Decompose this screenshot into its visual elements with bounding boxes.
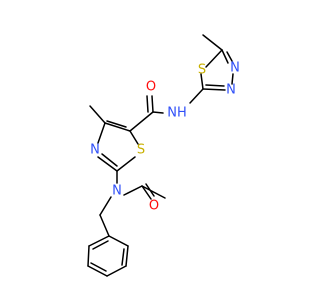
bond-ph-4: [87, 265, 108, 277]
bonds: [87, 34, 234, 277]
bond-ph-2-double: [121, 248, 125, 266]
bond-td-c2-n3: [202, 88, 226, 91]
bond-tz-c5-c4-double: [106, 120, 127, 128]
bond-acetyl-methyl: [141, 185, 166, 199]
bond-td-c2-n3-double: [205, 84, 225, 87]
bond-tz-n3-c2-double: [101, 153, 118, 167]
bond-ch2-phenyl: [99, 214, 110, 237]
bond-c2-nh: [189, 88, 204, 104]
bond-carbonyl-c5: [129, 111, 154, 132]
bond-tz-c4-methyl: [89, 105, 106, 124]
atom-s-thiadiazole: S: [198, 63, 206, 78]
bond-tz-c2-s: [116, 156, 136, 172]
bond-ph-6: [88, 235, 110, 247]
bond-acetyl-o-double: [145, 183, 155, 197]
bond-tz-c4-n3: [97, 122, 106, 144]
bond-tz-c5-c4: [104, 122, 131, 132]
molecule-structure: O NH S N N N S N O: [87, 34, 240, 277]
bond-ph-6-double: [92, 240, 109, 250]
bond-carbonyl-o: [151, 95, 154, 113]
bond-td-methyl: [202, 34, 223, 51]
bond-tz-n3-c2: [97, 156, 118, 172]
bond-td-n4-c5: [221, 49, 229, 64]
bond-nh-carbonyl: [152, 111, 164, 114]
bond-carbonyl-o-double: [146, 95, 149, 113]
bond-namine-acetyl: [123, 185, 143, 196]
atom-n-thiazole: N: [90, 143, 100, 158]
bond-td-n3-n4: [231, 73, 234, 85]
atom-n-thiadiazole-3: N: [226, 83, 236, 98]
bond-ph-5: [87, 245, 90, 267]
bond-ph-2: [125, 245, 129, 267]
atom-o-amide: O: [146, 80, 156, 95]
bond-ph-4-double: [90, 262, 107, 272]
atom-s-thiazole: S: [137, 143, 145, 158]
atom-n-thiadiazole-4: N: [230, 61, 240, 76]
bond-acetyl-o: [141, 185, 152, 200]
atom-labels: O NH S N N N S N O: [90, 61, 240, 214]
atom-n-amine: N: [112, 184, 122, 199]
bond-td-s-c2: [200, 73, 204, 90]
bond-namine-ch2: [99, 196, 112, 216]
bond-ph-1: [108, 235, 129, 247]
atom-nh-amide: NH: [167, 106, 187, 121]
bond-td-n4-c5-double: [226, 51, 233, 62]
bond-tz-s-c5: [129, 130, 139, 145]
bond-td-c5-s: [205, 49, 223, 68]
atom-o-acetyl: O: [149, 199, 159, 214]
bond-ph-3: [106, 265, 127, 277]
